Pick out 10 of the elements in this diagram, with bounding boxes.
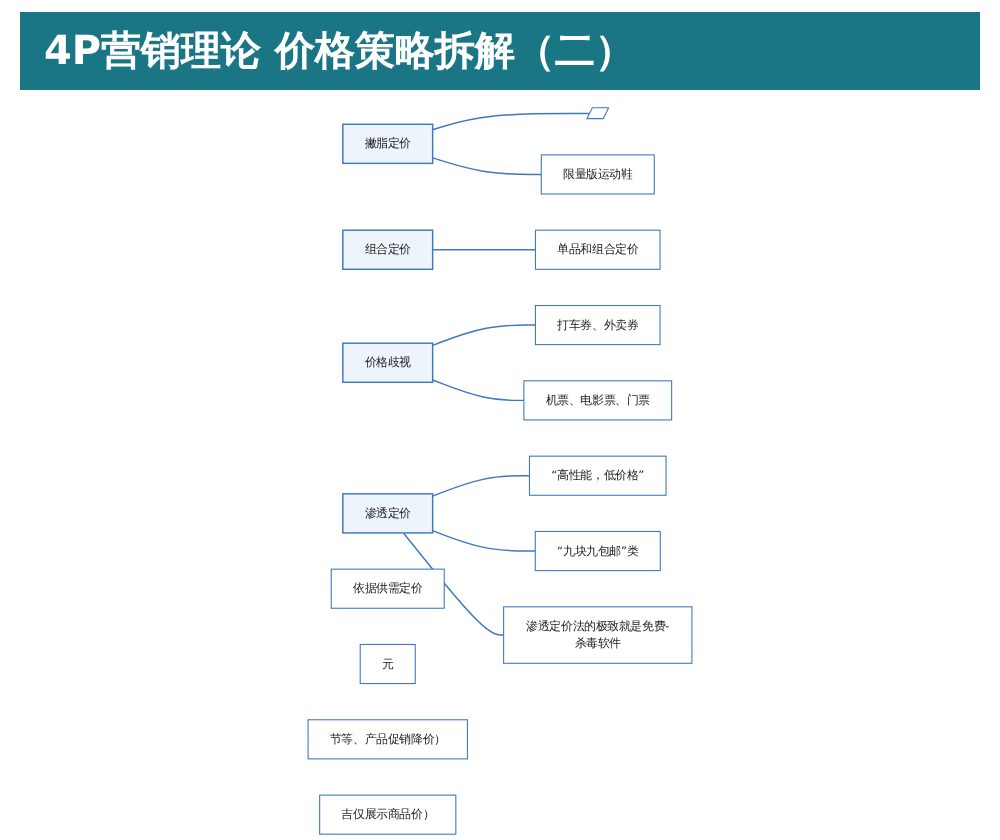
connector	[402, 532, 505, 636]
connector	[431, 475, 531, 497]
connector	[431, 529, 536, 552]
connector	[431, 249, 537, 251]
connector	[431, 379, 525, 402]
connector	[431, 157, 542, 176]
connector	[431, 324, 537, 347]
title-banner: 4P营销理论 价格策略拆解（二）	[20, 12, 980, 90]
connector	[431, 112, 591, 131]
node-bar	[586, 107, 610, 120]
